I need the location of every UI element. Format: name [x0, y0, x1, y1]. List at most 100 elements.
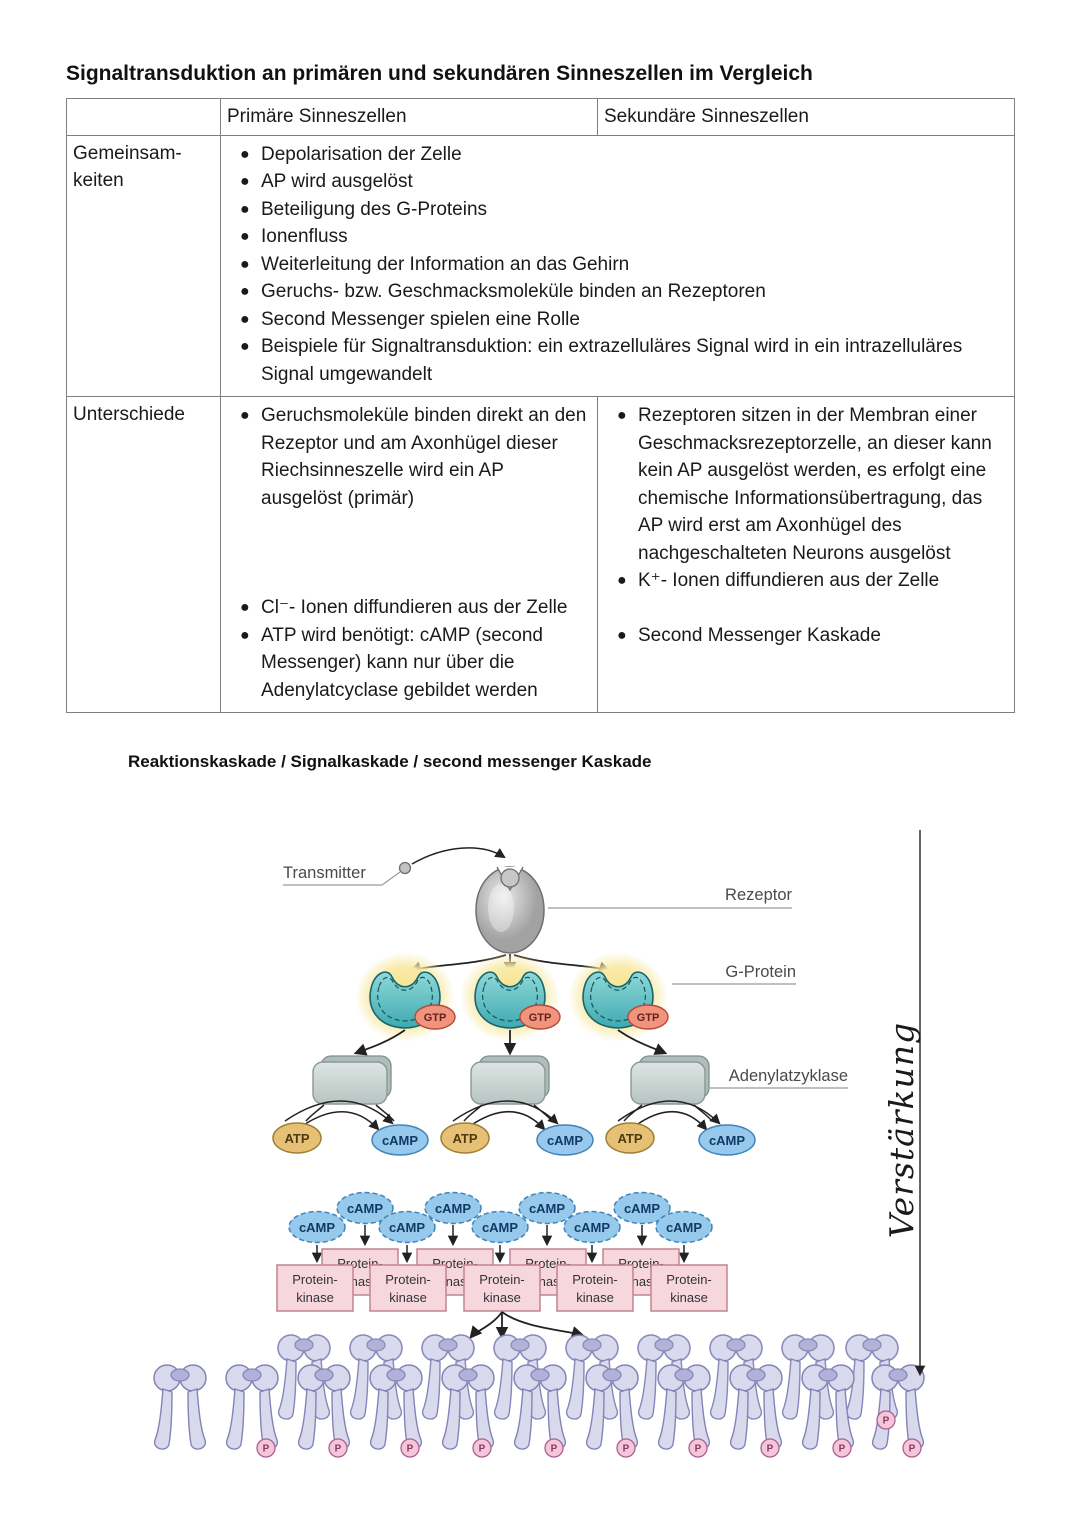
bullet-text: ATP wird benötigt: cAMP (second Messenge…	[261, 624, 543, 701]
svg-text:kinase: kinase	[483, 1290, 521, 1305]
diagram-caption: Reaktionskaskade / Signalkaskade / secon…	[128, 752, 652, 771]
bullet-icon: ●	[240, 310, 250, 328]
svg-text:cAMP: cAMP	[666, 1220, 702, 1235]
bullet-text: Beispiele für Signaltransduktion: ein ex…	[261, 336, 963, 385]
list-item: ● Geruchsmoleküle binden direkt an den Re…	[221, 402, 593, 512]
protein-kinase-box: Protein- kinase	[463, 1264, 541, 1312]
bullet-text: Beteiligung des G-Proteins	[261, 198, 488, 220]
adenylate-cyclase	[470, 1055, 550, 1105]
svg-text:cAMP: cAMP	[709, 1133, 745, 1148]
camp-pool: cAMP cAMP cAMP cAMP cAMP	[288, 1210, 713, 1264]
bullet-text: Second Messenger Kaskade	[638, 624, 881, 646]
transmitter-leader-line	[283, 871, 401, 886]
bullet-icon: ●	[240, 255, 250, 273]
table-row-unterschiede: Unterschiede ● Geruchsmoleküle binden dir…	[66, 396, 1015, 713]
atp-camp-conversion: ATP cAMP	[440, 1100, 594, 1156]
gemeinsamkeiten-cell: ● Depolarisation der Zelle ● AP wird ausge…	[220, 134, 1015, 397]
list-item: ● Second Messenger spielen eine Rolle	[221, 306, 1010, 334]
bullet-text: Ionenfluss	[261, 226, 348, 247]
protein-kinase-box: Protein- kinase	[556, 1264, 634, 1312]
svg-text:ATP: ATP	[617, 1131, 642, 1146]
bullet-icon: ●	[240, 145, 250, 163]
signal-cascade-diagram: P Transmitter Rezeptor GTP	[153, 830, 926, 1458]
bullet-text: Geruchs- bzw. Geschmacksmoleküle binden …	[261, 281, 766, 302]
svg-text:kinase: kinase	[670, 1290, 708, 1305]
row-label-unterschiede: Unterschiede	[66, 396, 221, 713]
bullet-text: Depolarisation der Zelle	[261, 143, 462, 165]
bullet-icon: ●	[617, 626, 627, 644]
gtp-molecule	[519, 1004, 561, 1030]
svg-text:cAMP: cAMP	[574, 1220, 610, 1235]
svg-text:cAMP: cAMP	[299, 1220, 335, 1235]
header-secondary: Sekundäre Sinneszellen	[597, 98, 1015, 136]
bullet-icon: ●	[240, 338, 250, 355]
adenylate-cyclase	[312, 1055, 392, 1105]
g-protein-label: G-Protein	[725, 963, 796, 981]
page-title: Signaltransduktion an primären und sekun…	[66, 62, 813, 85]
camp-molecule	[698, 1124, 756, 1156]
list-item: ● Beteiligung des G-Proteins	[221, 196, 1010, 224]
list-item: ●K⁺- Ionen diffundieren aus der Zelle	[598, 567, 1010, 595]
svg-text:Protein-: Protein-	[666, 1272, 712, 1287]
bullet-icon: ●	[240, 228, 250, 245]
transmitter-molecule	[398, 861, 412, 875]
svg-text:Protein-: Protein-	[292, 1272, 338, 1287]
gtp-molecule	[414, 1004, 456, 1030]
unterschiede-primaer-cell: ● Geruchsmoleküle binden direkt an den Re…	[220, 396, 598, 713]
protein-kinase-row-front: Protein- kinase Protein- kinase Protein-…	[276, 1264, 728, 1312]
bullet-icon: ●	[240, 283, 250, 300]
svg-text:Protein-: Protein-	[572, 1272, 618, 1287]
protein-kinase-box: Protein- kinase	[369, 1264, 447, 1312]
list-item: ● Ionenfluss	[221, 223, 1010, 251]
unterschiede-sekundaer-cell: ● Rezeptoren sitzen in der Membran einer …	[597, 396, 1015, 713]
list-item: ● AP wird ausgelöst	[221, 168, 1010, 196]
list-item: ● Depolarisation der Zelle	[221, 141, 1010, 169]
svg-text:Protein-: Protein-	[385, 1272, 431, 1287]
cascade-arrow	[353, 1029, 406, 1056]
bullet-icon: ●	[617, 572, 627, 589]
bullet-icon: ●	[240, 173, 250, 190]
row-label-gemeinsamkeiten: Gemeinsam-keiten	[66, 134, 221, 397]
bullet-text: Second Messenger spielen eine Rolle	[261, 308, 580, 330]
atp-camp-conversion: ATP cAMP	[272, 1100, 429, 1156]
camp-molecule	[518, 1191, 576, 1225]
amplification-annotation: Verstärkung	[882, 1022, 921, 1238]
list-item: ●ATP wird benötigt: cAMP (second Messeng…	[221, 622, 593, 705]
camp-molecule	[378, 1210, 436, 1244]
g-protein: GTP	[460, 952, 561, 1042]
bullet-text: Cl⁻- Ionen diffundieren aus der Zelle	[261, 597, 568, 618]
svg-text:kinase: kinase	[389, 1290, 427, 1305]
camp-molecule	[336, 1191, 394, 1225]
camp-molecule	[536, 1124, 594, 1156]
table-row-gemeinsamkeiten: Gemeinsam-keiten ● Depolarisation der Zel…	[66, 134, 1015, 397]
cascade-arrow	[469, 1311, 503, 1339]
svg-text:Protein-: Protein-	[479, 1272, 525, 1287]
list-item: ● Weiterleitung der Information an das Ge…	[221, 251, 1010, 279]
svg-text:cAMP: cAMP	[529, 1201, 565, 1216]
bullet-text: Rezeptoren sitzen in der Membran einer G…	[638, 405, 992, 564]
camp-molecule	[655, 1210, 713, 1244]
camp-molecule	[471, 1210, 529, 1244]
transmitter-label: Transmitter	[283, 864, 366, 882]
bullet-text: AP wird ausgelöst	[261, 171, 413, 192]
svg-text:ATP: ATP	[452, 1131, 477, 1146]
camp-molecule	[613, 1191, 671, 1225]
bullet-icon: ●	[240, 407, 250, 424]
svg-text:cAMP: cAMP	[482, 1220, 518, 1235]
bullet-text: Weiterleitung der Information an das Geh…	[261, 253, 630, 275]
atp-molecule	[605, 1122, 655, 1154]
protein-kinase-box: Protein- kinase	[276, 1264, 354, 1312]
atp-molecule	[440, 1122, 490, 1154]
table-header-row: Primäre Sinneszellen Sekundäre Sinneszel…	[66, 98, 1015, 136]
protein-kinase-box: Protein- kinase	[650, 1264, 728, 1312]
bullet-icon: ●	[240, 200, 250, 218]
atp-molecule	[272, 1122, 322, 1154]
receptor-shape	[475, 866, 545, 954]
cascade-arrow	[501, 1311, 585, 1339]
adenylate-cyclase-label: Adenylatzyklase	[729, 1067, 848, 1085]
svg-text:ATP: ATP	[284, 1131, 309, 1146]
camp-molecule	[288, 1210, 346, 1244]
bullet-text: Geruchsmoleküle binden direkt an den Rez…	[261, 405, 587, 509]
svg-text:cAMP: cAMP	[382, 1133, 418, 1148]
